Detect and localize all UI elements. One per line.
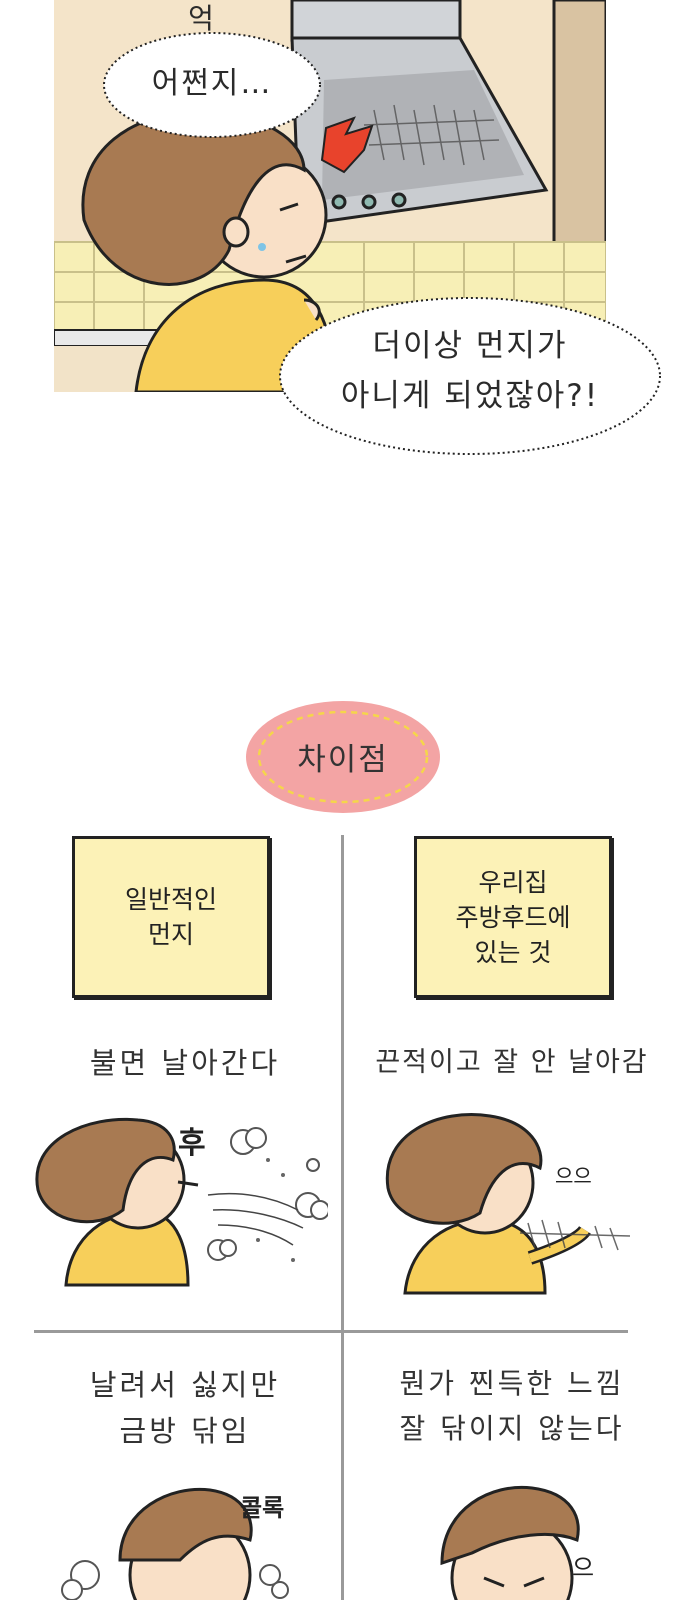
heading-badge bbox=[246, 701, 440, 813]
illustration-coughing bbox=[61, 1487, 289, 1600]
horizontal-divider bbox=[34, 1330, 628, 1333]
comparison-heading: 차이점 bbox=[297, 742, 389, 778]
partial-text: 억 bbox=[188, 2, 216, 35]
speech-bubble-small bbox=[103, 32, 321, 138]
label-hood-grease: 우리집 주방후드에 있는 것 bbox=[414, 836, 612, 998]
sfx-cough: 콜록 bbox=[240, 1494, 285, 1522]
caption-sticky: 끈적이고 잘 안 날아감 bbox=[375, 1047, 649, 1078]
speech-bubble-large bbox=[279, 297, 661, 455]
flame-icon bbox=[320, 116, 374, 174]
caption-blows-away: 불면 날아간다 bbox=[89, 1046, 281, 1080]
illustration-frustrated bbox=[440, 1485, 580, 1600]
illustration-sticky-grease bbox=[385, 1113, 631, 1295]
speech-text-small: 어쩐지… bbox=[151, 66, 273, 101]
speech-text-large-line1: 더이상 먼지가 bbox=[372, 328, 568, 364]
label-normal-dust: 일반적인 먼지 bbox=[72, 836, 270, 998]
illustration-blowing-dust bbox=[35, 1117, 328, 1287]
caption-hard-to-wipe: 뭔가 찐득한 느낌 잘 닦이지 않는다 bbox=[399, 1367, 625, 1445]
speech-text-large-line2: 아니게 되었잖아?! bbox=[340, 378, 600, 414]
caption-wipes-easily: 날려서 싫지만 금방 닦임 bbox=[89, 1368, 281, 1449]
sfx-ugh: 으으 bbox=[555, 1164, 592, 1188]
vertical-divider bbox=[341, 835, 344, 1600]
sfx-groan: 으 bbox=[572, 1554, 595, 1582]
sfx-blow: 후 bbox=[178, 1126, 206, 1161]
range-hood bbox=[290, 0, 549, 227]
